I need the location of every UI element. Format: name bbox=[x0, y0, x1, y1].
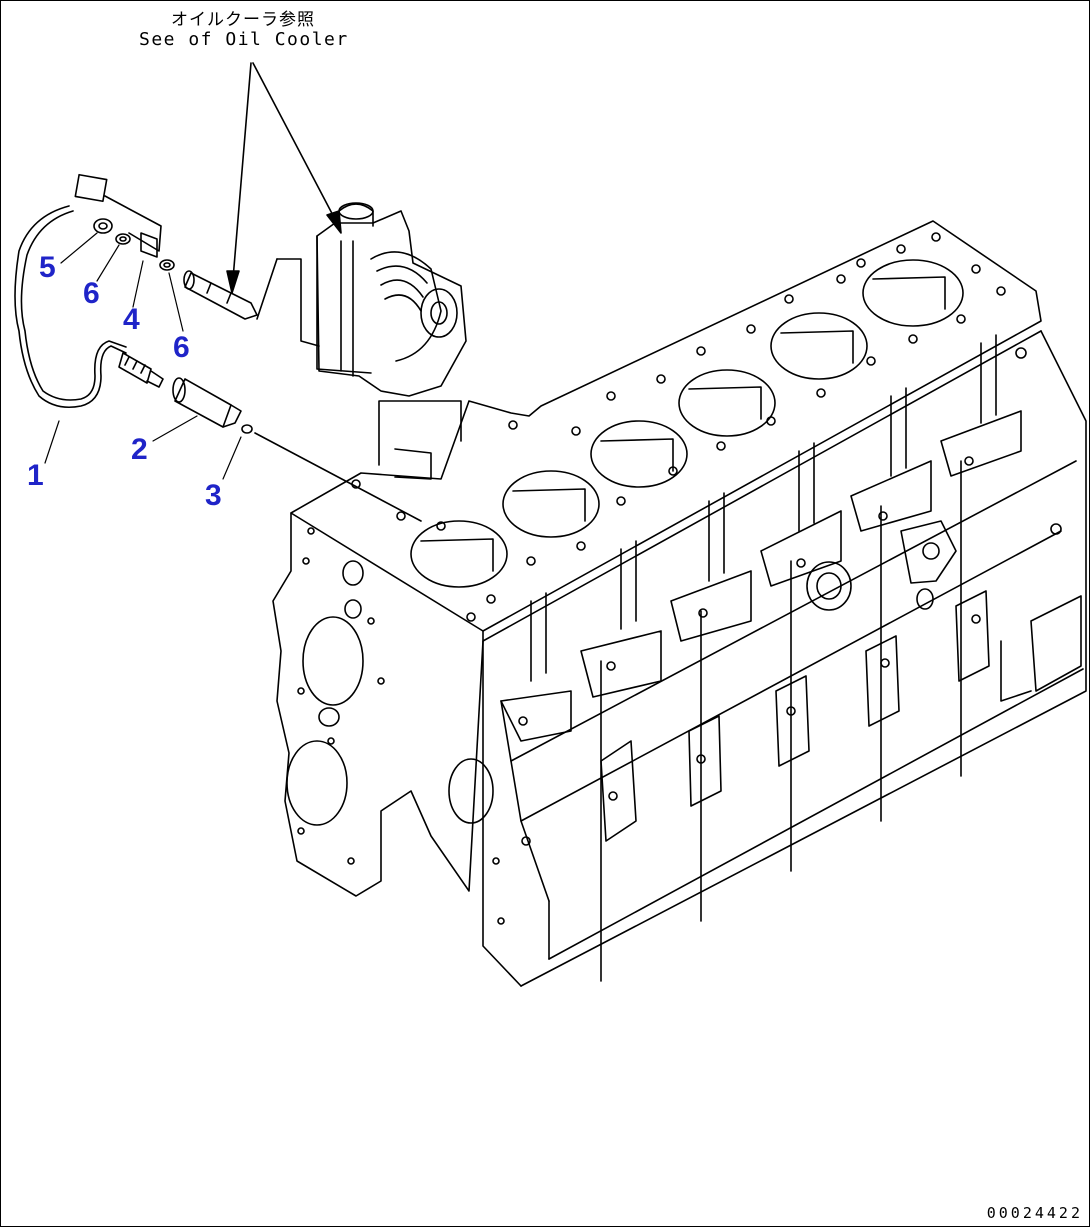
callout-4: 4 bbox=[123, 303, 140, 336]
small-hardware bbox=[93, 218, 175, 271]
callout-1: 1 bbox=[27, 459, 44, 492]
reference-arrows bbox=[226, 62, 342, 294]
callout-3: 3 bbox=[205, 479, 222, 512]
oil-cooler bbox=[256, 202, 467, 397]
callout-leaders bbox=[44, 232, 242, 480]
drawing-number: 00024422 bbox=[986, 1204, 1083, 1222]
callout-2: 2 bbox=[131, 433, 148, 466]
callout-5: 5 bbox=[39, 251, 56, 284]
adapter-and-oring bbox=[172, 377, 422, 522]
callout-6a: 6 bbox=[83, 277, 100, 310]
deck-holes bbox=[297, 232, 1062, 925]
callout-6b: 6 bbox=[173, 331, 190, 364]
connector-stud bbox=[183, 270, 258, 320]
wire-harness bbox=[14, 173, 164, 409]
reference-text-japanese: オイルクーラ参照 bbox=[171, 10, 315, 30]
engine-block bbox=[272, 220, 1087, 987]
reference-text-english: See of Oil Cooler bbox=[139, 29, 349, 50]
